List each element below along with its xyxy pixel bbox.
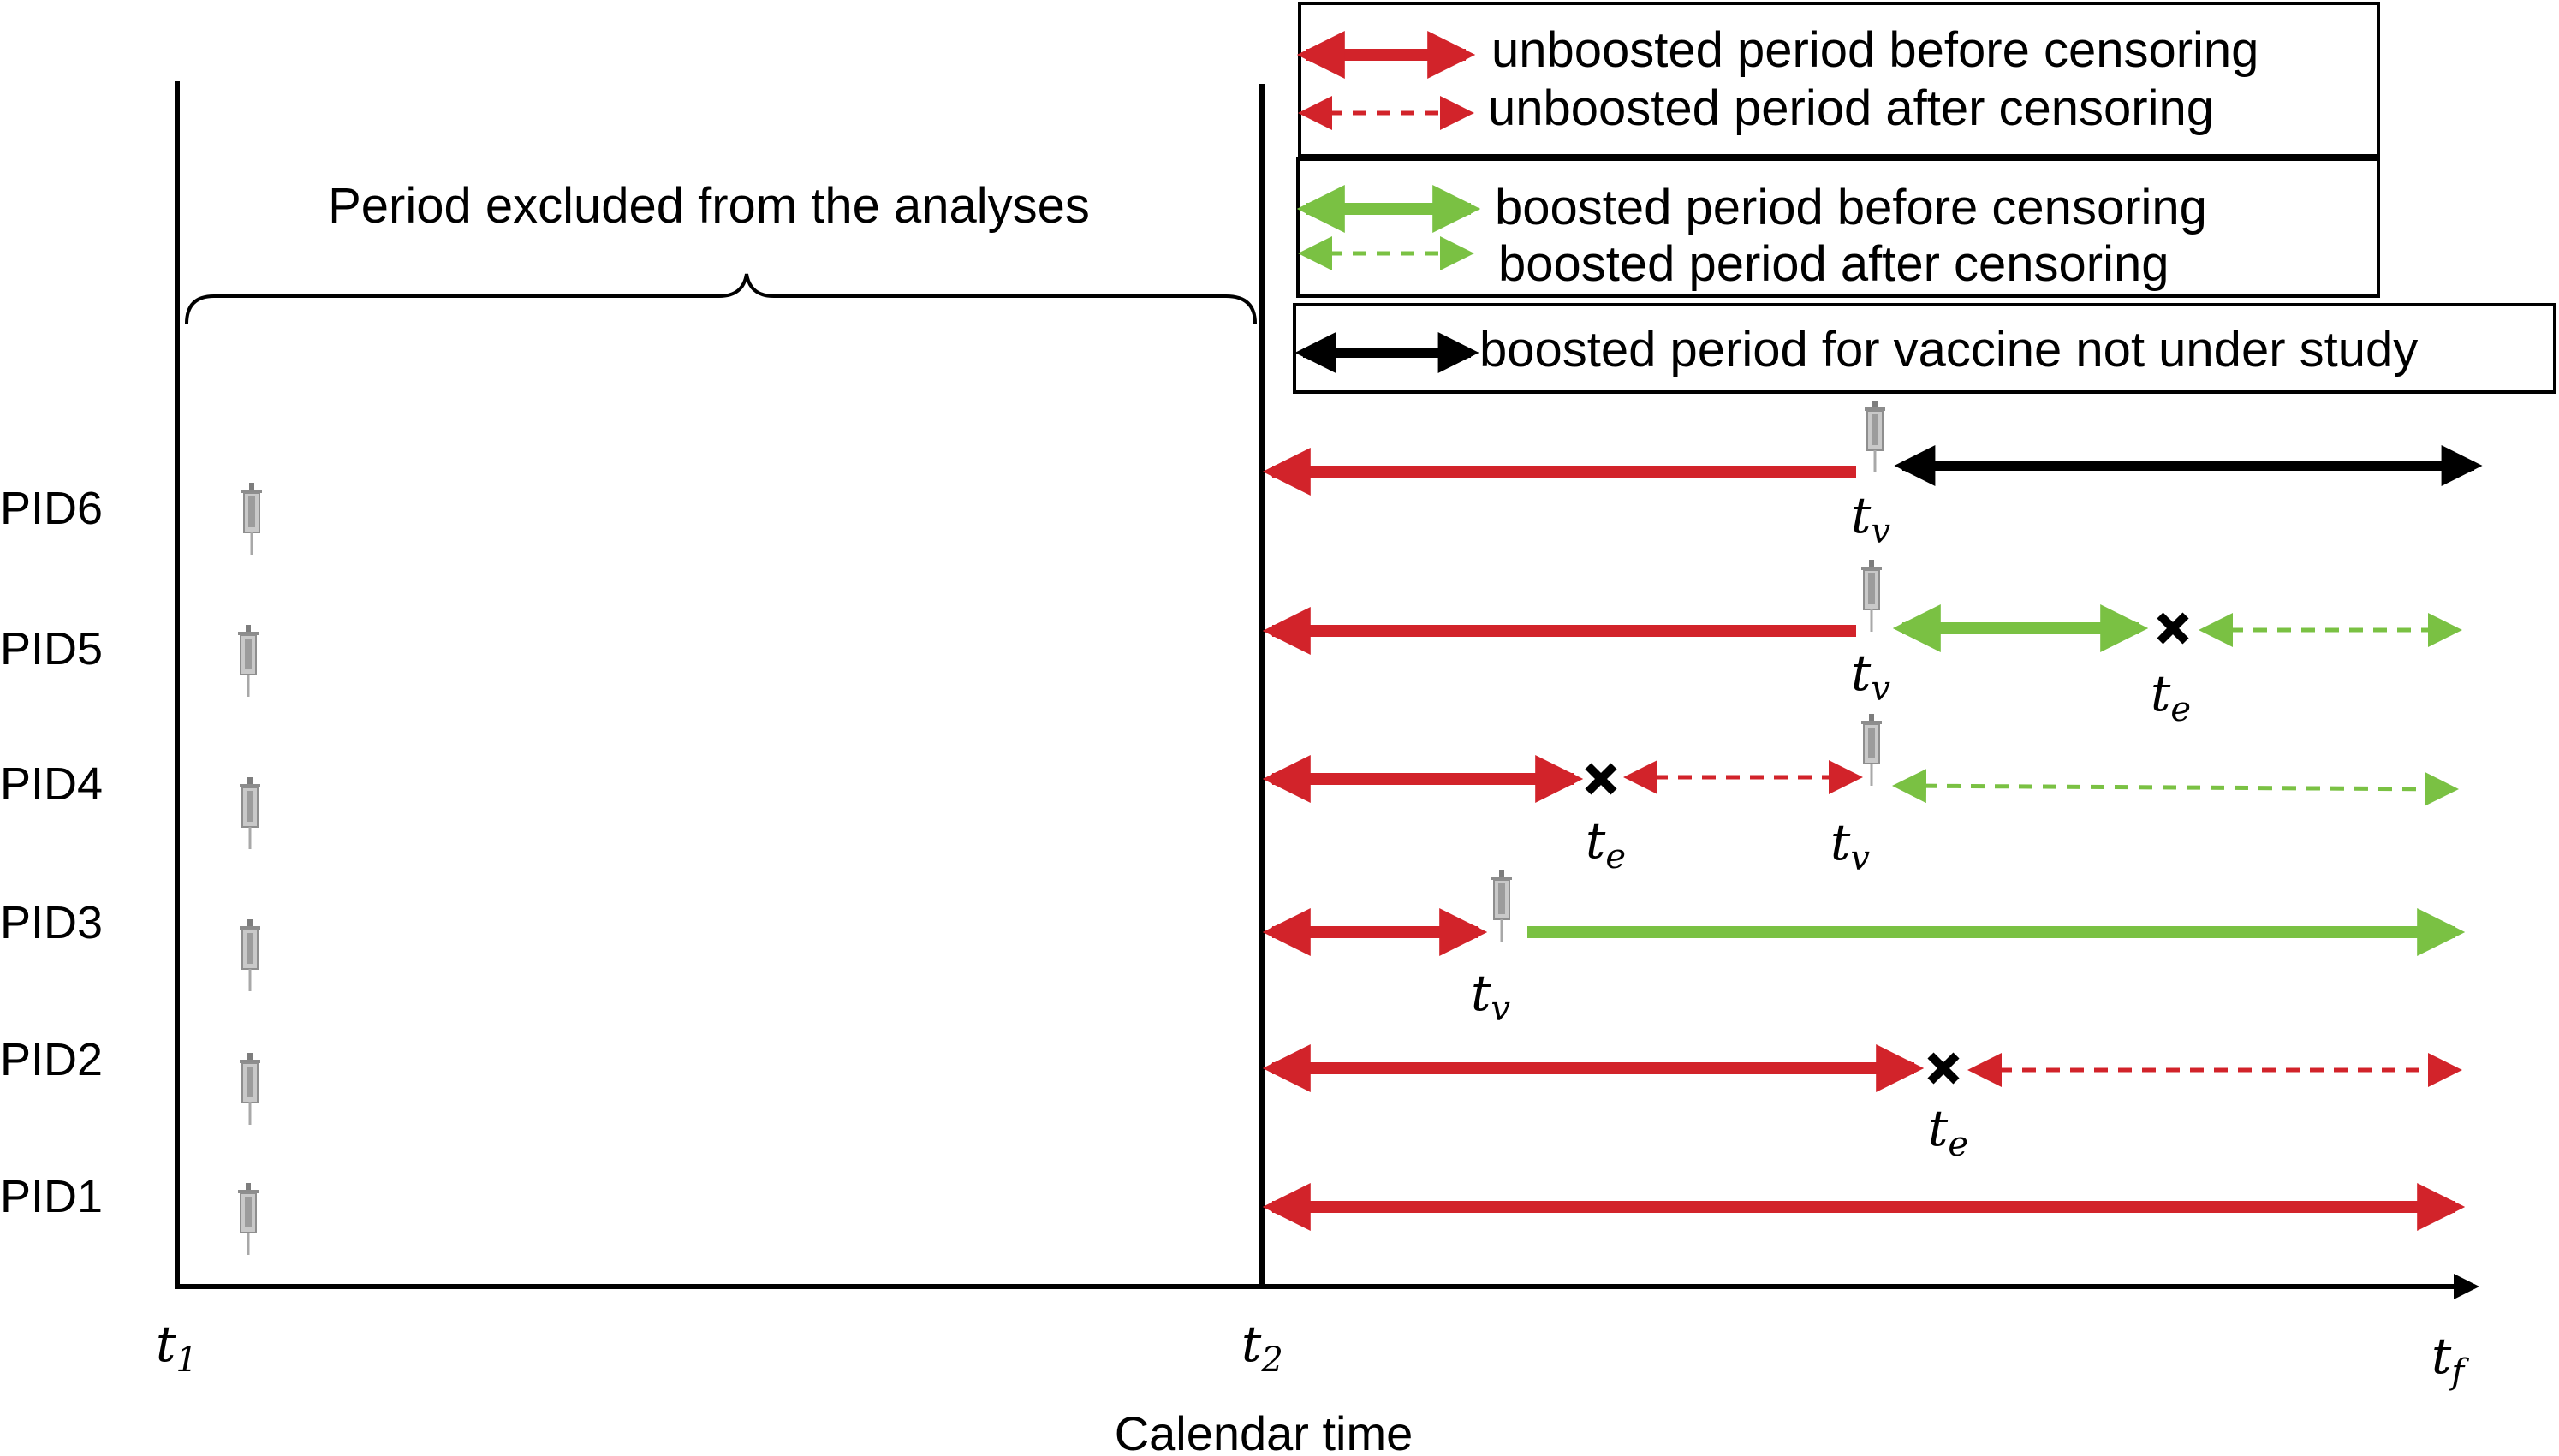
syringe-icon [1864,400,1886,473]
excluded-period-label: Period excluded from the analyses [328,178,1090,234]
pid4-vaccination-time-label: tv [1830,813,1870,878]
row-label-pid3: PID3 [0,897,103,948]
legend-label-boosted-before: boosted period before censoring [1495,180,2207,235]
pid5-vaccination-time-label: tv [1851,644,1890,709]
pid2-event-time-label: te [1928,1099,1968,1164]
pid3-vaccination-time-label: tv [1471,964,1510,1029]
x-axis-label: Calendar time [1115,1406,1413,1456]
pid6-vaccination-time-label: tv [1851,486,1890,551]
pid4-event-time-label: te [1586,811,1626,877]
tick-label-t2: t2 [1241,1315,1283,1380]
legend-label-unboosted-after: unboosted period after censoring [1488,80,2214,136]
row-label-pid1: PID1 [0,1171,103,1222]
tick-label-tf: tf [2431,1327,2469,1392]
tick-label-t1: t1 [156,1315,198,1380]
syringe-icon [1860,559,1883,633]
syringe-icon [239,918,261,992]
legend-label-unboosted-before: unboosted period before censoring [1491,22,2258,78]
row-label-pid4: PID4 [0,758,103,810]
legend-box-other-vaccine [1293,303,2556,394]
syringe-icon [1860,713,1883,787]
legend-label-boosted-after: boosted period after censoring [1498,236,2169,292]
syringe-icon [239,1052,261,1126]
pid5-event-time-label: te [2151,664,2191,729]
syringe-icon [237,624,259,698]
legend: unboosted period before censoring unboos… [1293,2,2556,394]
legend-label-other-vaccine: boosted period for vaccine not under stu… [1479,322,2418,377]
row-label-pid2: PID2 [0,1034,103,1085]
row-label-pid5: PID5 [0,623,103,675]
syringe-icon [237,1182,259,1256]
pid4-boosted-after-censoring-segment [1892,769,2459,806]
excluded-period-brace [185,273,1257,324]
syringe-icon [1491,869,1513,942]
legend-box-unboosted [1298,2,2380,157]
syringe-icon [239,776,261,850]
event-x-icon [2160,615,2186,641]
syringe-icon [241,482,263,556]
event-x-icon [1588,766,1614,792]
row-label-pid6: PID6 [0,483,103,534]
event-x-icon [1931,1055,1956,1081]
